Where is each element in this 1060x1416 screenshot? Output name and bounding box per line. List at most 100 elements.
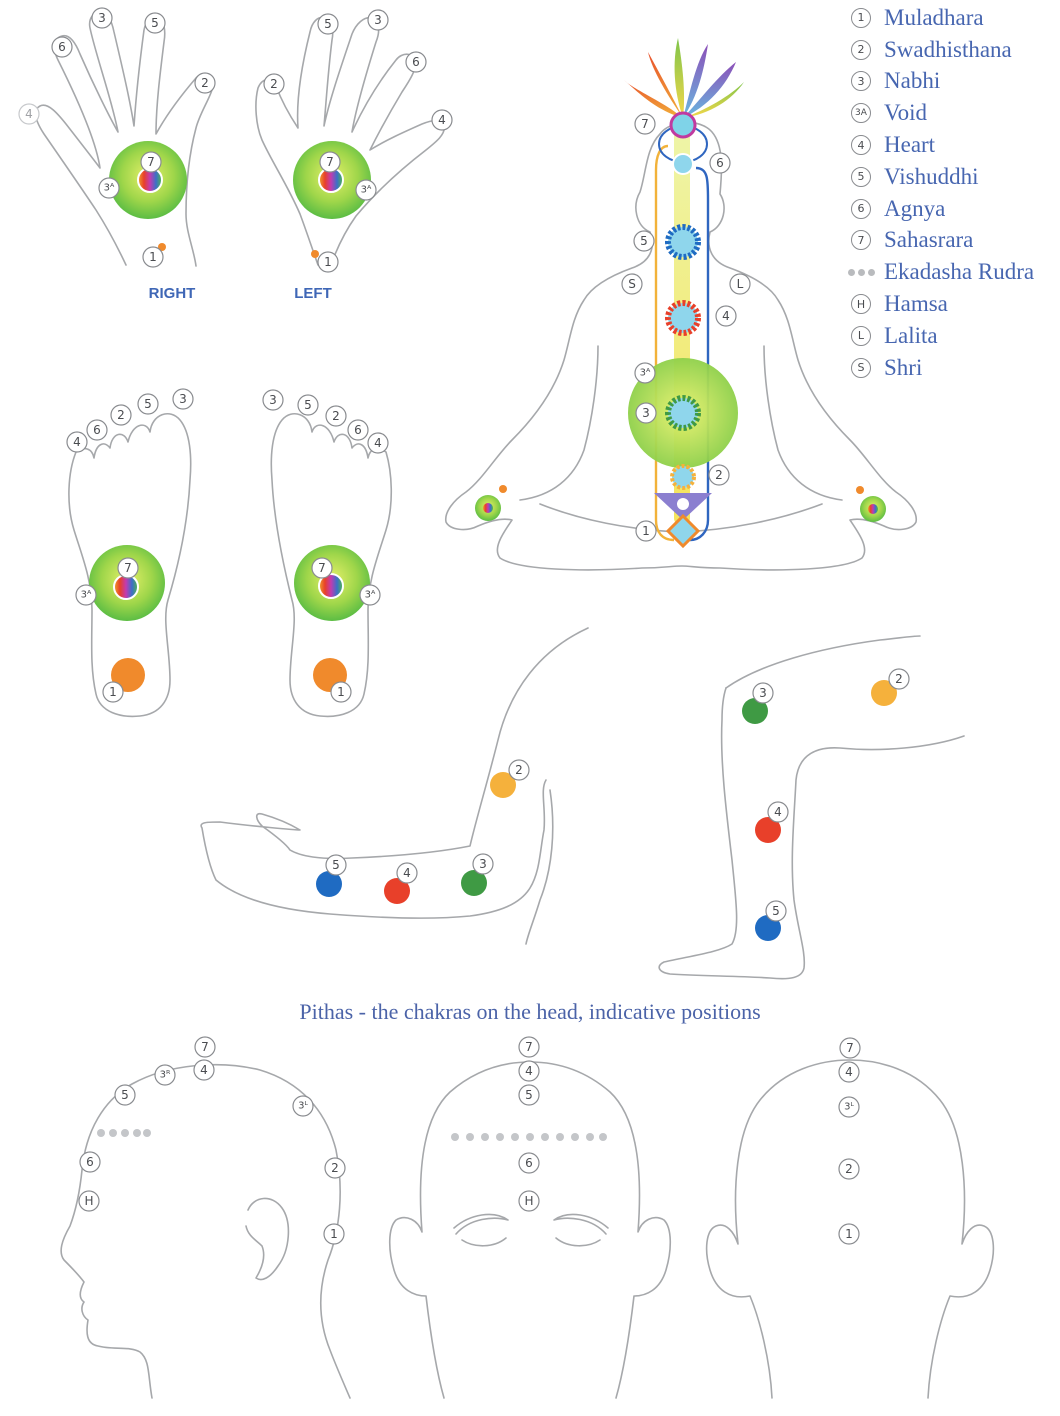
legend-item-vishuddhi: 5 Vishuddhi: [846, 161, 1058, 193]
svg-text:7: 7: [525, 1040, 533, 1054]
svg-text:2: 2: [331, 1161, 339, 1175]
marker-right-hand-6: 6: [52, 37, 72, 57]
figure-heart: [668, 303, 698, 333]
legend-badge: 2: [846, 38, 876, 62]
svg-text:4: 4: [438, 113, 446, 127]
head-front-eye-right: [554, 1214, 608, 1234]
svg-text:3: 3: [269, 393, 277, 407]
marker-left-hand-5: 5: [318, 14, 338, 34]
legend-item-ekadasha-rudra: Ekadasha Rudra: [846, 256, 1058, 288]
legend-badge: S: [846, 356, 876, 380]
svg-text:5: 5: [304, 398, 312, 412]
marker-figure-s: S: [622, 274, 642, 294]
svg-text:7: 7: [641, 117, 649, 131]
marker-left-hand-4: 4: [432, 110, 452, 130]
svg-text:3: 3: [374, 13, 382, 27]
marker-figure-3: 3: [636, 403, 656, 423]
marker-left-foot-4: 4: [368, 433, 388, 453]
svg-text:1: 1: [149, 250, 157, 264]
marker-arm-3: 3: [473, 854, 493, 874]
svg-text:7: 7: [147, 155, 155, 169]
legend-label: Ekadasha Rudra: [884, 259, 1034, 285]
legend-item-void: 3A Void: [846, 97, 1058, 129]
left-hand-muladhara-dot: [311, 250, 319, 258]
marker-right-foot-2: 2: [111, 405, 131, 425]
figure-muladhara: [668, 516, 698, 546]
svg-text:3ᴿ: 3ᴿ: [160, 1070, 171, 1081]
legend-badge: 7: [846, 228, 876, 252]
marker-figure-6: 6: [710, 153, 730, 173]
marker-right-foot-1: 1: [103, 682, 123, 702]
svg-text:3ᴬ: 3ᴬ: [361, 185, 372, 196]
legend-label: Agnya: [884, 196, 945, 222]
marker-head-profile-h: H: [79, 1191, 99, 1211]
svg-text:6: 6: [716, 156, 724, 170]
left-hand: 5 3 6 2 4 7 3ᴬ 1 LEFT: [256, 10, 452, 302]
svg-text:2: 2: [332, 409, 340, 423]
legend-label: Nabhi: [884, 68, 940, 94]
marker-left-foot-2: 2: [326, 406, 346, 426]
marker-right-hand-5: 5: [145, 13, 165, 33]
marker-right-hand-4: 4: [19, 104, 39, 124]
svg-text:6: 6: [525, 1156, 533, 1170]
legend-badge: H: [846, 292, 876, 316]
leg-outline-back: [659, 688, 964, 979]
marker-figure-7: 7: [635, 114, 655, 134]
svg-text:7: 7: [326, 155, 334, 169]
legend-label: Sahasrara: [884, 227, 973, 253]
svg-text:1: 1: [109, 685, 117, 699]
marker-head-profile-3r: 3ᴿ: [155, 1065, 175, 1085]
marker-head-front-7: 7: [519, 1037, 539, 1057]
marker-figure-1: 1: [636, 521, 656, 541]
marker-figure-l: L: [730, 274, 750, 294]
legend-badge: L: [846, 324, 876, 348]
figure-agnya: [673, 154, 693, 174]
legend-item-hamsa: H Hamsa: [846, 288, 1058, 320]
svg-text:4: 4: [525, 1064, 533, 1078]
marker-arm-5: 5: [326, 855, 346, 875]
marker-right-foot-5: 5: [138, 394, 158, 414]
figure-left-palm-dot: [483, 503, 493, 513]
marker-leg-2: 2: [889, 669, 909, 689]
svg-text:L: L: [737, 277, 744, 291]
marker-head-profile-1: 1: [324, 1224, 344, 1244]
pithas-caption: Pithas - the chakras on the head, indica…: [299, 999, 760, 1024]
marker-head-back-1: 1: [839, 1224, 859, 1244]
marker-right-foot-7: 7: [118, 558, 138, 578]
svg-text:3: 3: [642, 406, 650, 420]
marker-head-front-6: 6: [519, 1153, 539, 1173]
marker-head-back-3l: 3ᴸ: [839, 1097, 859, 1117]
marker-left-foot-1: 1: [331, 682, 351, 702]
marker-left-foot-5: 5: [298, 395, 318, 415]
legend-label: Lalita: [884, 323, 938, 349]
svg-text:2: 2: [270, 77, 278, 91]
head-profile-ear: [246, 1198, 288, 1279]
svg-text:3: 3: [98, 11, 106, 25]
svg-text:2: 2: [715, 468, 723, 482]
marker-left-hand-3: 3: [368, 10, 388, 30]
marker-head-front-h: H: [519, 1191, 539, 1211]
svg-text:4: 4: [774, 805, 782, 819]
svg-text:3ᴬ: 3ᴬ: [81, 590, 92, 601]
figure-sahasrara: [671, 113, 695, 137]
legend-badge: 1: [846, 6, 876, 30]
marker-leg-3: 3: [753, 683, 773, 703]
legend-badge: 3: [846, 69, 876, 93]
legend-item-sahasrara: 7 Sahasrara: [846, 225, 1058, 257]
figure-left-palm-muladhara: [499, 485, 507, 493]
legend-label: Heart: [884, 132, 935, 158]
legend-item-heart: 4 Heart: [846, 129, 1058, 161]
svg-text:5: 5: [640, 234, 648, 248]
marker-left-hand-7: 7: [320, 152, 340, 172]
marker-leg-5: 5: [766, 901, 786, 921]
legend-label: Shri: [884, 355, 922, 381]
svg-text:S: S: [628, 277, 636, 291]
figure-right-palm-muladhara: [856, 486, 864, 494]
svg-text:7: 7: [846, 1041, 854, 1055]
marker-head-back-4: 4: [839, 1062, 859, 1082]
marker-right-hand-3a: 3ᴬ: [99, 178, 119, 198]
marker-right-foot-6: 6: [87, 420, 107, 440]
figure-vishuddhi: [668, 227, 698, 257]
chakra-legend: 1 Muladhara 2 Swadhisthana 3 Nabhi 3A Vo…: [846, 2, 1058, 384]
marker-figure-2: 2: [709, 465, 729, 485]
